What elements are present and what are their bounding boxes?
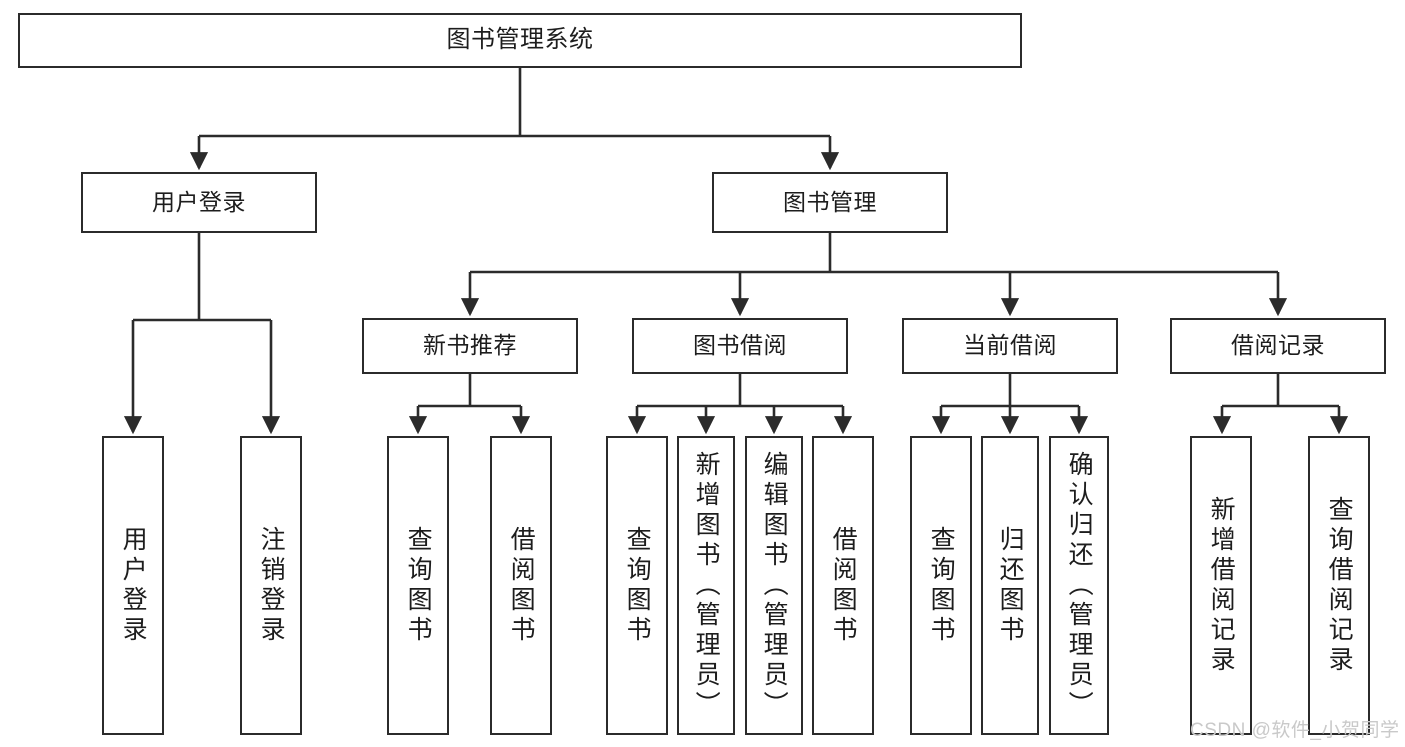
node-leaf-logout-label: 注销登录 — [257, 525, 286, 646]
node-leaf-logout[interactable]: 注销登录 — [240, 436, 302, 735]
node-leaf-query-book-2-label: 查询图书 — [623, 525, 652, 646]
node-new-book-recommend-label: 新书推荐 — [423, 332, 517, 359]
node-current-borrow-label: 当前借阅 — [963, 332, 1057, 359]
node-leaf-add-record[interactable]: 新增借阅记录 — [1190, 436, 1252, 735]
node-leaf-return-book[interactable]: 归还图书 — [981, 436, 1039, 735]
node-leaf-return-book-label: 归还图书 — [996, 525, 1025, 646]
node-root-system[interactable]: 图书管理系统 — [18, 13, 1022, 68]
node-leaf-query-book-2[interactable]: 查询图书 — [606, 436, 668, 735]
node-leaf-query-record[interactable]: 查询借阅记录 — [1308, 436, 1370, 735]
node-leaf-user-login[interactable]: 用户登录 — [102, 436, 164, 735]
node-leaf-confirm-return-label: 确认归还（管理员） — [1065, 450, 1094, 721]
node-new-book-recommend[interactable]: 新书推荐 — [362, 318, 578, 374]
node-leaf-borrow-book-1-label: 借阅图书 — [507, 525, 536, 646]
node-leaf-query-record-label: 查询借阅记录 — [1325, 495, 1354, 676]
node-leaf-query-book-3-label: 查询图书 — [927, 525, 956, 646]
node-borrow-record[interactable]: 借阅记录 — [1170, 318, 1386, 374]
node-book-management[interactable]: 图书管理 — [712, 172, 948, 233]
node-leaf-edit-book-label: 编辑图书（管理员） — [760, 450, 789, 721]
node-borrow-record-label: 借阅记录 — [1231, 332, 1325, 359]
node-leaf-user-login-label: 用户登录 — [119, 525, 148, 646]
node-leaf-borrow-book-2-label: 借阅图书 — [829, 525, 858, 646]
node-book-management-label: 图书管理 — [783, 188, 877, 215]
node-leaf-query-book-1[interactable]: 查询图书 — [387, 436, 449, 735]
node-leaf-confirm-return[interactable]: 确认归还（管理员） — [1049, 436, 1109, 735]
node-leaf-add-book-label: 新增图书（管理员） — [692, 450, 721, 721]
node-leaf-borrow-book-2[interactable]: 借阅图书 — [812, 436, 874, 735]
node-book-borrow-label: 图书借阅 — [693, 332, 787, 359]
node-leaf-add-book[interactable]: 新增图书（管理员） — [677, 436, 735, 735]
node-leaf-edit-book[interactable]: 编辑图书（管理员） — [745, 436, 803, 735]
node-leaf-query-book-1-label: 查询图书 — [404, 525, 433, 646]
node-user-login[interactable]: 用户登录 — [81, 172, 317, 233]
node-root-system-label: 图书管理系统 — [446, 26, 594, 54]
node-book-borrow[interactable]: 图书借阅 — [632, 318, 848, 374]
node-leaf-borrow-book-1[interactable]: 借阅图书 — [490, 436, 552, 735]
node-user-login-label: 用户登录 — [152, 188, 246, 215]
node-current-borrow[interactable]: 当前借阅 — [902, 318, 1118, 374]
node-leaf-add-record-label: 新增借阅记录 — [1207, 495, 1236, 676]
node-leaf-query-book-3[interactable]: 查询图书 — [910, 436, 972, 735]
